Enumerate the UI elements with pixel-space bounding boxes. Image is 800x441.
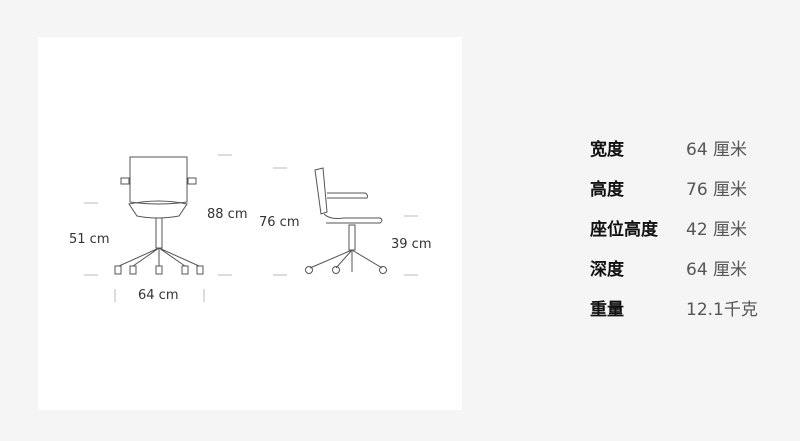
spec-row-weight: 重量 12.1千克 <box>590 290 790 330</box>
width-label: 64 cm <box>137 288 180 303</box>
side-chair <box>305 167 387 274</box>
spec-value: 64 厘米 <box>686 260 748 280</box>
spec-row-depth: 深度 64 厘米 <box>590 250 790 290</box>
spec-label: 高度 <box>590 180 624 200</box>
spec-label: 深度 <box>590 260 624 280</box>
spec-row-seat-height: 座位高度 42 厘米 <box>590 210 790 250</box>
spec-label: 座位高度 <box>590 220 658 240</box>
front-height-label: 88 cm <box>206 207 249 222</box>
spec-value: 42 厘米 <box>686 220 748 240</box>
spec-list: 宽度 64 厘米 高度 76 厘米 座位高度 42 厘米 深度 64 厘米 重量 12.1… <box>590 130 790 330</box>
side-seat-height-label: 39 cm <box>390 237 433 252</box>
spec-row-width: 宽度 64 厘米 <box>590 130 790 170</box>
spec-label: 重量 <box>590 300 624 320</box>
product-dimension-image: 88 cm 51 cm 64 cm 76 cm 39 cm <box>38 37 462 410</box>
spec-value: 12.1千克 <box>686 300 758 320</box>
front-seat-height-label: 51 cm <box>68 232 111 247</box>
spec-value: 76 厘米 <box>686 180 748 200</box>
spec-row-height: 高度 76 厘米 <box>590 170 790 210</box>
spec-value: 64 厘米 <box>686 140 748 160</box>
front-chair <box>114 156 204 275</box>
guide-lines <box>84 154 418 302</box>
side-height-label: 76 cm <box>258 215 301 230</box>
spec-label: 宽度 <box>590 140 624 160</box>
chair-drawings <box>84 154 418 302</box>
